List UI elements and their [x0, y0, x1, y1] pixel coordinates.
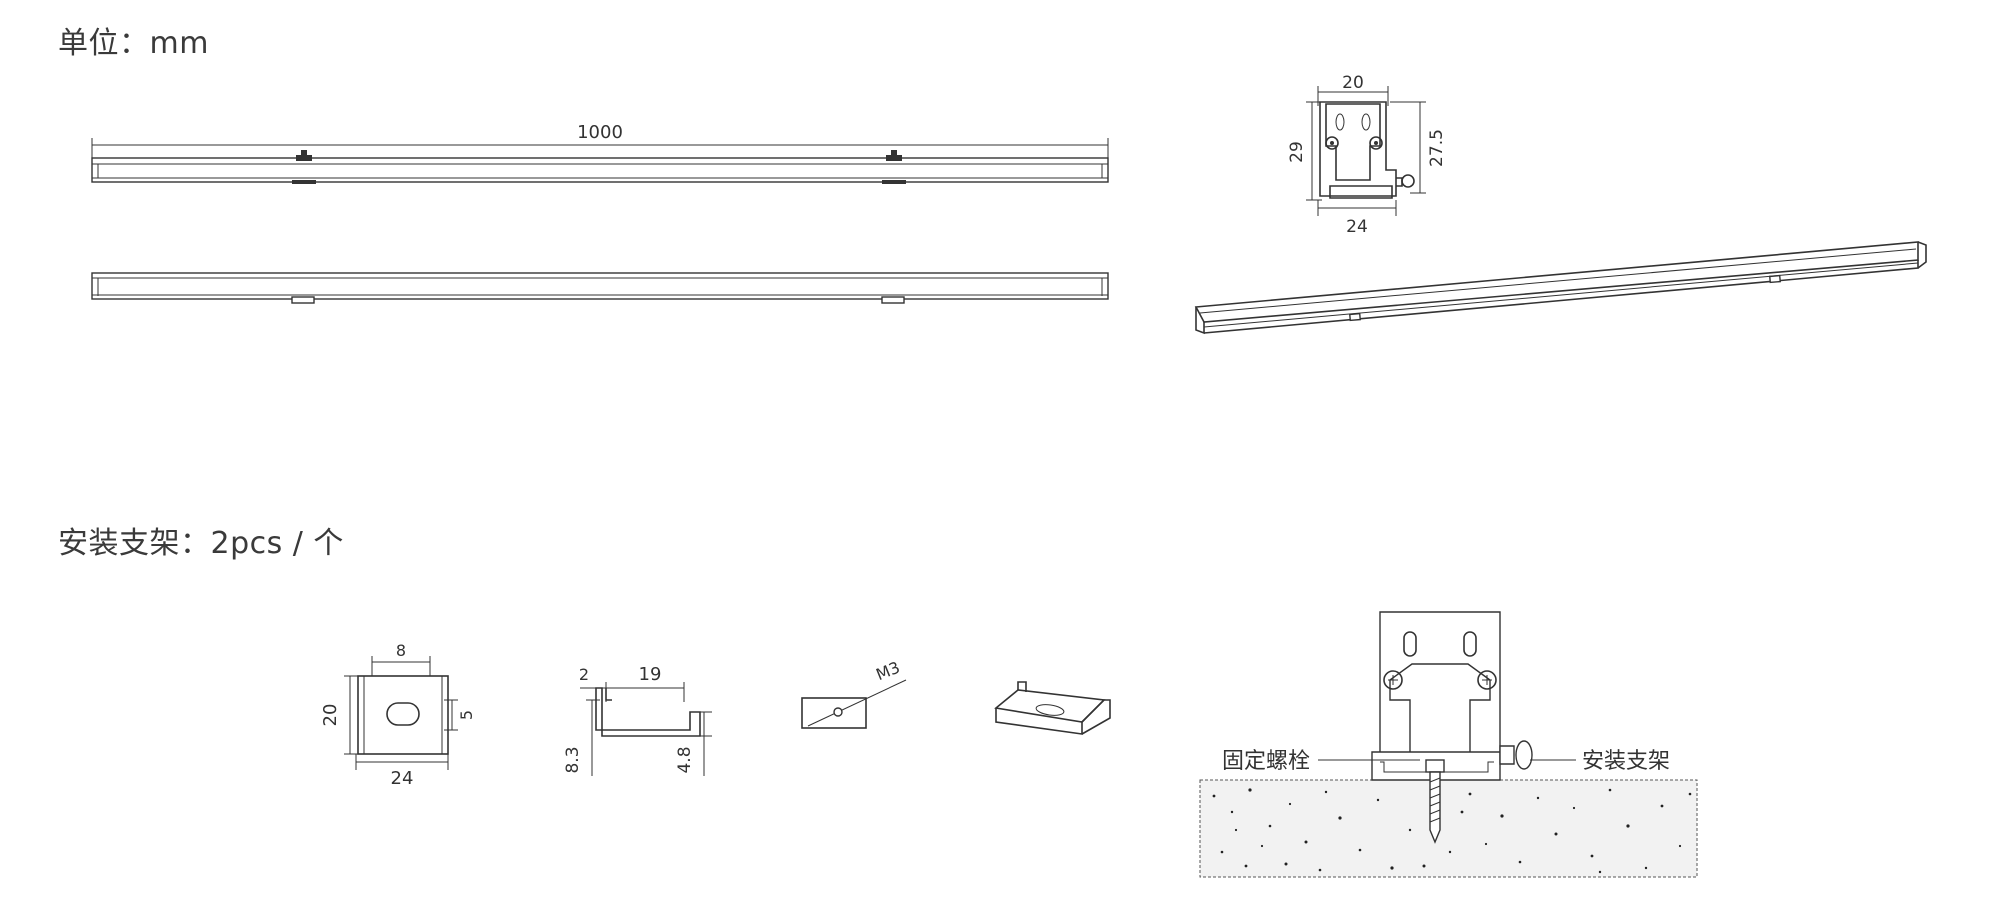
concrete-texture — [1212, 788, 1692, 874]
profile-cross-section: 20 29 27.5 24 — [1287, 73, 1447, 237]
installation-diagram: 固定螺栓 安装支架 — [1199, 611, 1698, 878]
section-width-top: 20 — [1342, 73, 1364, 93]
bracket-height-dimension: 20 — [320, 704, 341, 727]
bracket-heading: 安装支架：2pcs / 个 — [58, 526, 344, 561]
slot-width-dimension: 8 — [396, 641, 406, 660]
bracket-side-view: 2 19 8.3 4.8 — [563, 664, 712, 776]
profile-perspective-view — [1194, 241, 1927, 335]
clip-top-right — [886, 155, 902, 161]
lip-dimension: 2 — [579, 665, 589, 684]
bolt-label: 固定螺栓 — [1222, 749, 1310, 774]
inner-depth-dimension: 4.8 — [675, 746, 695, 773]
section-height-left: 29 — [1287, 141, 1307, 163]
unit-heading: 单位：mm — [58, 26, 209, 61]
channel-width-dimension: 19 — [639, 664, 662, 685]
profile-bottom-view — [91, 272, 1109, 304]
bracket-width-dimension: 24 — [391, 768, 414, 789]
bracket-front-view: 8 20 5 24 — [320, 641, 476, 789]
concrete-surface — [1199, 779, 1698, 878]
nut-detail: M3 — [801, 658, 907, 729]
bracket-perspective-view — [994, 681, 1111, 735]
section-width-bottom: 24 — [1346, 217, 1368, 237]
outer-depth-dimension: 8.3 — [563, 746, 583, 773]
screw-size-label: M3 — [873, 658, 902, 685]
profile-top-view: 1000 — [91, 122, 1109, 184]
clip-top-left — [296, 155, 312, 161]
slot-height-dimension: 5 — [457, 710, 476, 720]
section-height-right: 27.5 — [1427, 129, 1447, 167]
bracket-label: 安装支架 — [1582, 749, 1670, 774]
length-dimension: 1000 — [577, 122, 623, 143]
